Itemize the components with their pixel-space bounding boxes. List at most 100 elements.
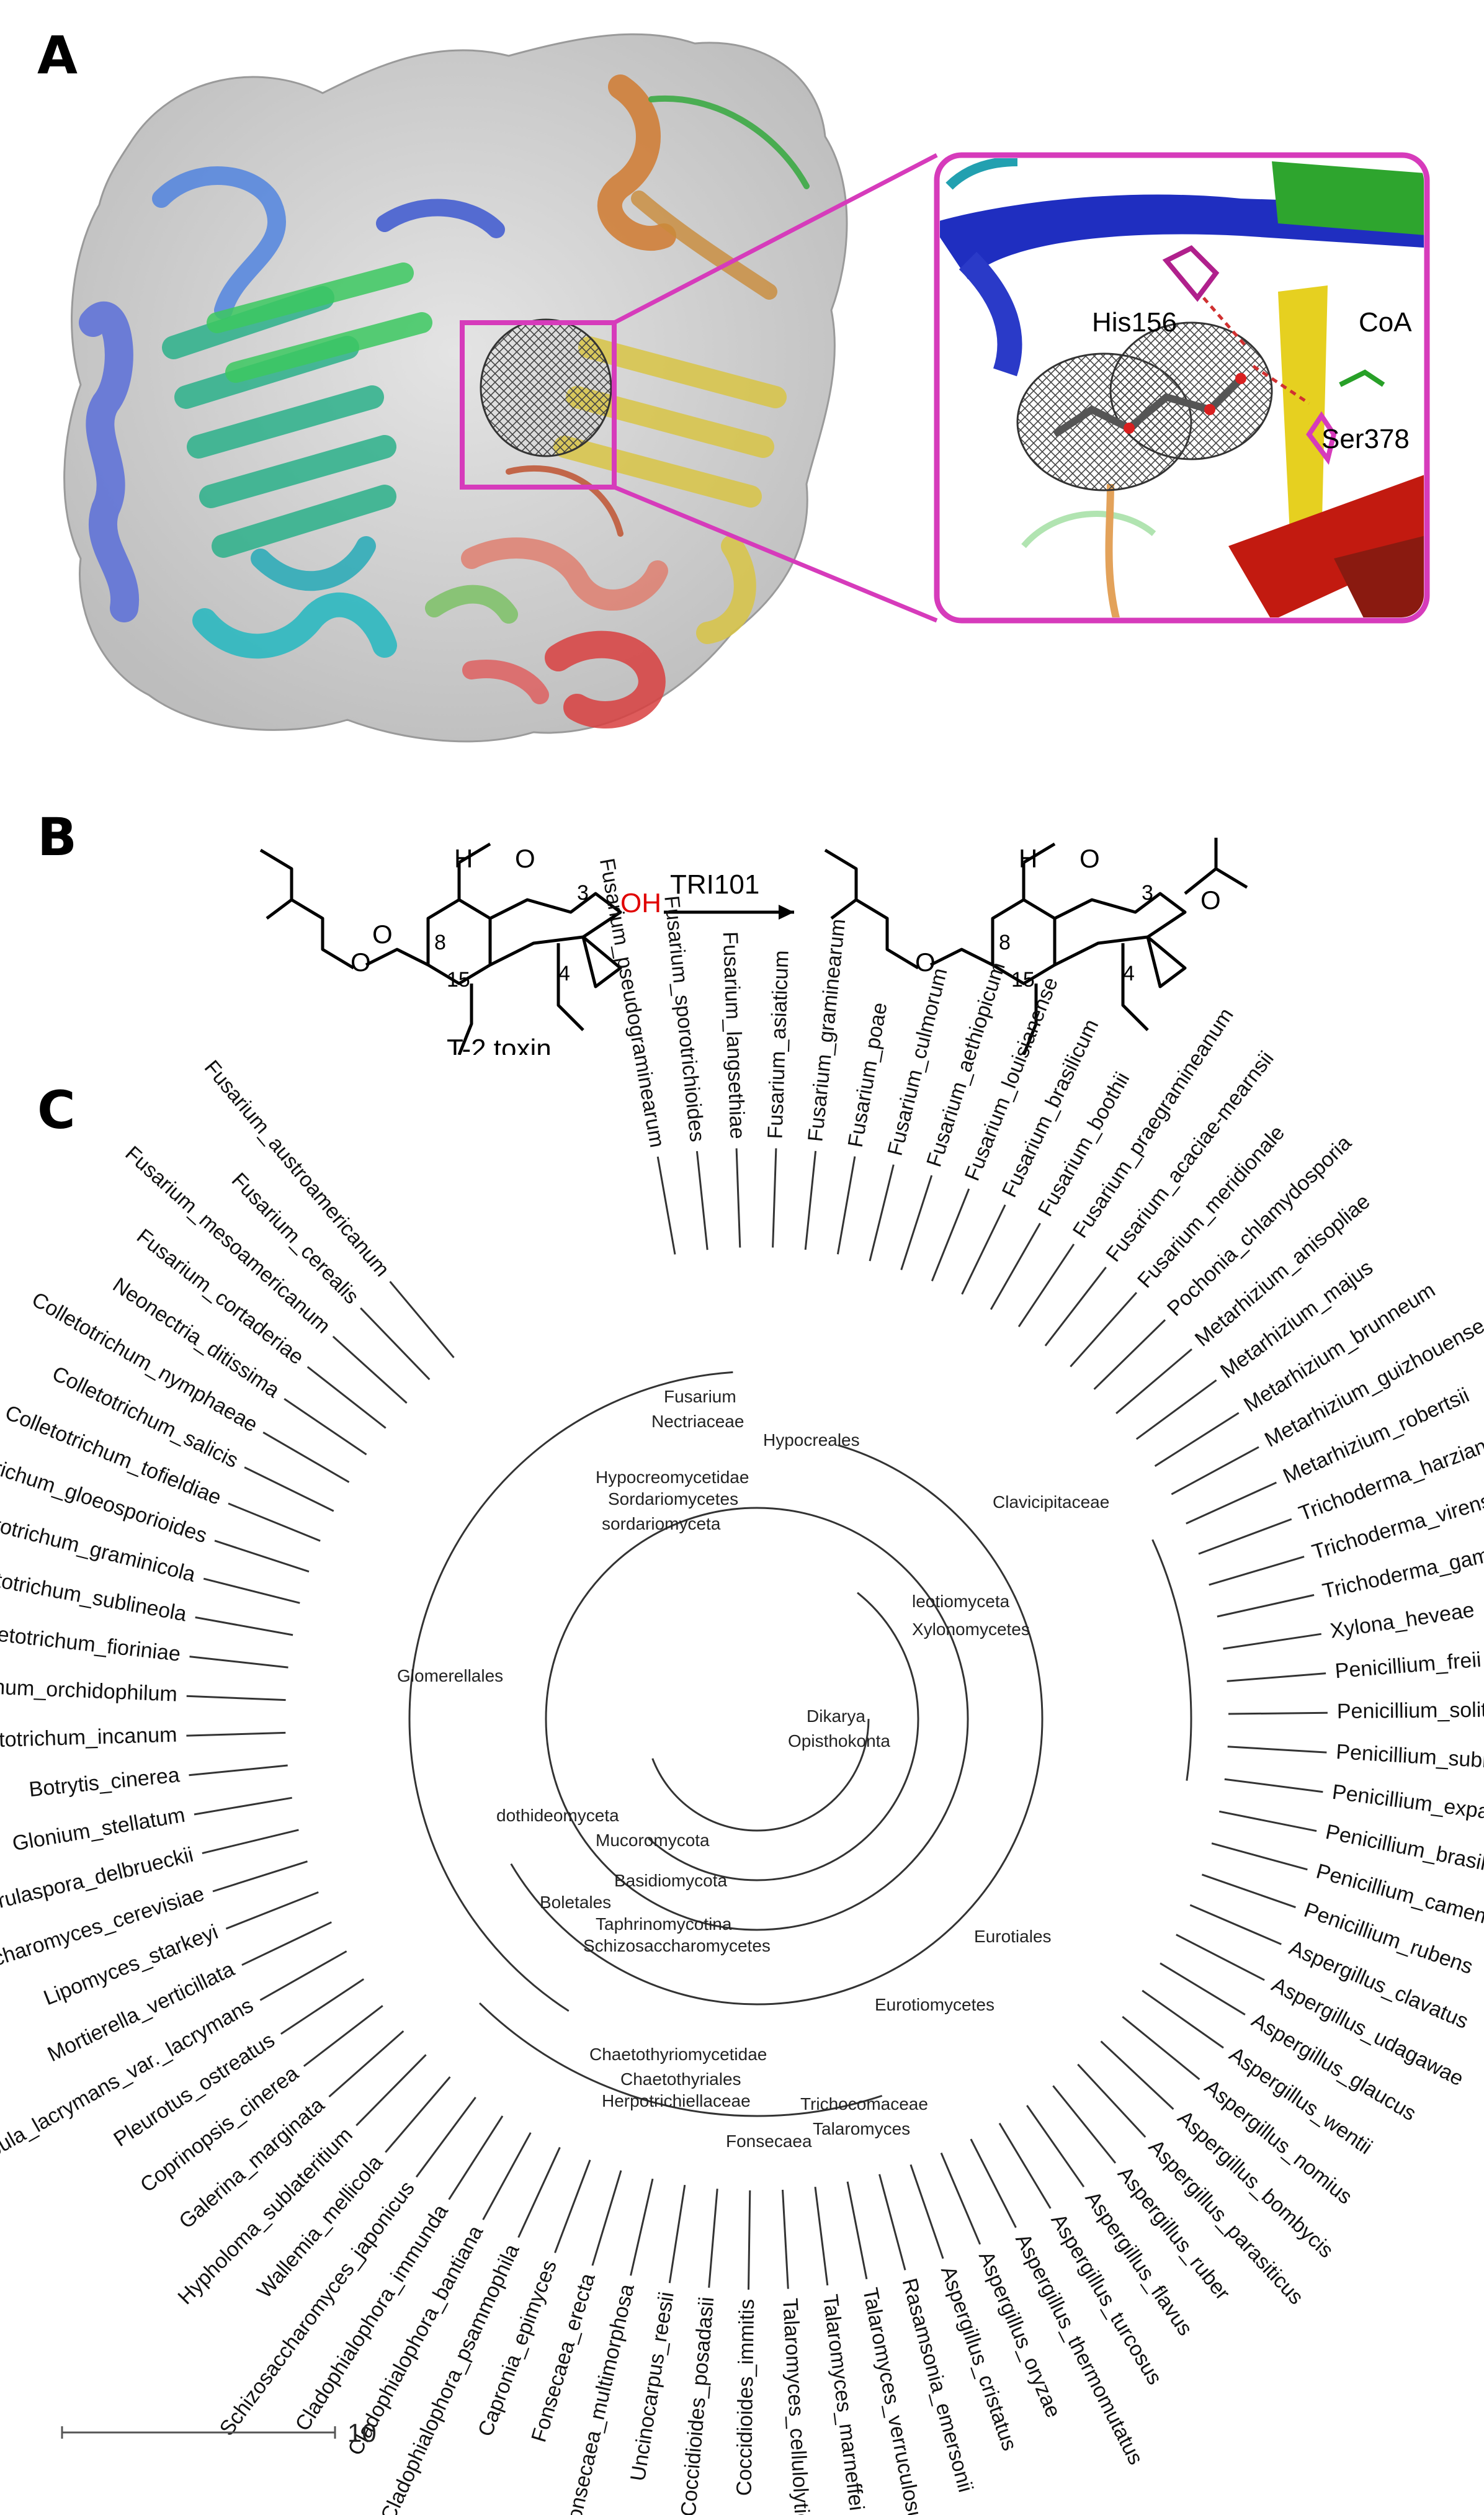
leaf-branch xyxy=(695,1150,708,1250)
leaf-branch xyxy=(259,1950,347,2001)
atom-15-1: 15 xyxy=(447,968,470,992)
leaf-branch xyxy=(1142,1989,1224,2049)
ligand-density-mesh xyxy=(480,318,612,457)
leaf-branch xyxy=(1217,1594,1315,1618)
leaf-branch xyxy=(554,2159,591,2254)
leaf-branch xyxy=(303,2005,383,2067)
leaf-branch xyxy=(1224,1778,1323,1793)
leaf-label: Colletotrichum_incanum xyxy=(0,1723,177,1753)
leaf-branch xyxy=(1228,1711,1328,1715)
leaf-branch xyxy=(1227,1746,1327,1754)
atom-4-2: 4 xyxy=(1123,962,1135,985)
panel-label-c: C xyxy=(37,1080,76,1141)
atom-4-1: 4 xyxy=(558,962,570,985)
atom-o-ester-1: O xyxy=(351,948,371,977)
leaf-branch xyxy=(668,2184,686,2284)
leaf-label: Coccidioides_posadasii xyxy=(677,2296,719,2515)
leaf-labels: Fusarium_pseudograminearumFusarium_sporo… xyxy=(0,856,1484,2515)
leaf-branch xyxy=(1154,1412,1240,1467)
leaf-branch xyxy=(214,1540,310,1573)
leaf-label: Fusarium_sporotrichioides xyxy=(659,894,709,1143)
leaf-label: Colletotrichum_fioriniae xyxy=(0,1618,182,1666)
leaf-branch xyxy=(1176,1934,1265,1981)
leaf-branch xyxy=(970,2138,1017,2228)
protein-ribbons xyxy=(79,74,810,728)
leaf-branch xyxy=(900,1175,933,1270)
coa-label: CoA xyxy=(1359,307,1412,338)
clade-opisthokonta: Opisthokonta xyxy=(788,1731,890,1751)
clade-eurotiales: Eurotiales xyxy=(974,1927,1052,1946)
atom-o-ring-2: O xyxy=(1079,844,1100,873)
zoom-line-bottom xyxy=(613,485,938,623)
active-site-inset: His156 CoA Ser378 xyxy=(934,152,1430,624)
clade-hypocreales: Hypocreales xyxy=(763,1430,860,1450)
leaf-branch xyxy=(869,1164,895,1262)
leaf-branch xyxy=(448,2115,504,2200)
leaf-branch xyxy=(202,1829,299,1855)
clade-schizosaccharomycetes: Schizosaccharomycetes xyxy=(583,1936,771,1955)
atom-h-2: H xyxy=(1019,844,1037,873)
atom-15-2: 15 xyxy=(1011,968,1035,992)
clade-basidiomycota: Basidiomycota xyxy=(614,1871,728,1890)
leaf-label: Penicillium_freii xyxy=(1334,1648,1482,1683)
leaf-branch xyxy=(1227,1672,1326,1682)
ser378-label: Ser378 xyxy=(1321,424,1410,454)
leaf-lines xyxy=(186,1148,1328,2290)
panel-label-b: B xyxy=(37,807,78,867)
leaf-label: Coccidioides_immitis xyxy=(733,2299,759,2496)
leaf-label: Xylona_heveae xyxy=(1328,1598,1475,1643)
leaf-branch xyxy=(1211,1842,1308,1871)
clade-sordariomycetes: Sordariomycetes xyxy=(608,1489,738,1509)
clade-eurotiomycetes: Eurotiomycetes xyxy=(875,1995,995,2014)
atom-3-2: 3 xyxy=(1142,881,1153,905)
leaf-branch xyxy=(1052,2085,1117,2164)
protein-structure-figure: His156 CoA Ser378 xyxy=(63,33,1430,743)
atom-o-carbonyl-1: O xyxy=(372,920,393,949)
leaf-branch xyxy=(846,2181,868,2280)
leaf-branch xyxy=(630,2178,654,2276)
leaf-branch xyxy=(591,2170,622,2266)
leaf-branch xyxy=(1201,1873,1296,1909)
leaf-branch xyxy=(1017,1244,1075,1327)
clade-sordariomyceta: sordariomyceta xyxy=(602,1514,721,1533)
leaf-label: Talaromyces_cellulolyticus xyxy=(778,2297,815,2515)
leaf-label: Fusarium_graminearum xyxy=(803,918,850,1143)
leaf-branch xyxy=(228,1502,321,1542)
clade-fusarium: Fusarium xyxy=(664,1387,736,1406)
leaf-branch xyxy=(1223,1633,1322,1650)
leaf-branch xyxy=(878,2174,906,2271)
clade-nectriaceae: Nectriaceae xyxy=(651,1412,744,1431)
leaf-branch xyxy=(1198,1518,1292,1555)
leaf-branch xyxy=(804,1150,817,1250)
leaf-branch xyxy=(415,2097,476,2178)
leaf-label: Penicillium_subrubescens xyxy=(1335,1740,1484,1778)
leaf-branch xyxy=(1189,1904,1282,1945)
leaf-label: Botrytis_cinerea xyxy=(28,1763,181,1801)
leaf-branch xyxy=(189,1656,288,1669)
leaf-branch xyxy=(241,1921,332,1966)
leaf-branch xyxy=(306,1366,387,1429)
leaf-label: Colletotrichum_orchidophilum xyxy=(0,1672,178,1706)
leaf-branch xyxy=(1077,2063,1147,2138)
clade-talaromyces: Talaromyces xyxy=(813,2119,910,2138)
leaf-branch xyxy=(1171,1446,1259,1495)
leaf-label: Glonium_stellatum xyxy=(11,1803,187,1856)
leaf-branch xyxy=(284,1398,367,1456)
leaf-branch xyxy=(910,2164,944,2259)
leaf-branch xyxy=(1218,1810,1317,1832)
leaf-branch xyxy=(772,1148,777,1248)
clade-chaetothyriales: Chaetothyriales xyxy=(620,2069,741,2089)
leaf-branch xyxy=(355,2054,427,2127)
atom-h-1: H xyxy=(454,844,473,873)
his156-label: His156 xyxy=(1092,307,1177,338)
leaf-branch xyxy=(708,2189,718,2288)
inset-ligand-mesh-right xyxy=(1109,321,1273,460)
leaf-branch xyxy=(940,2152,981,2245)
leaf-branch xyxy=(1186,1481,1277,1525)
leaf-branch xyxy=(385,2076,451,2153)
atom-o-ring-1: O xyxy=(515,844,535,873)
leaf-branch xyxy=(194,1796,292,1816)
atom-8-2: 8 xyxy=(999,931,1011,954)
clade-leotiomyceta: leotiomyceta xyxy=(912,1592,1010,1611)
